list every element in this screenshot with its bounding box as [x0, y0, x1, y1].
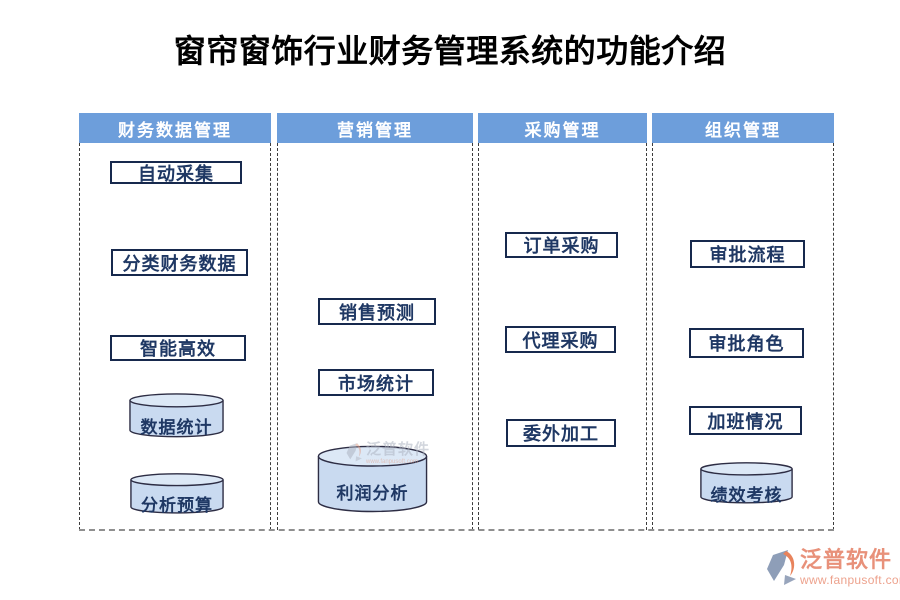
diagram-title: 窗帘窗饰行业财务管理系统的功能介绍: [173, 33, 727, 69]
diagram-node-cylinder: 分析预算: [128, 473, 226, 515]
diagram-node-box: 分类财务数据: [111, 249, 248, 276]
column-header-organization-management: 组织管理: [652, 113, 834, 143]
watermark-url-text: www.fanpusoft.com: [366, 459, 419, 465]
cylinder-shape: [315, 445, 430, 515]
cylinder-shape: [128, 473, 226, 515]
column-body-organization-management: [652, 143, 834, 530]
cylinder-shape: [127, 393, 226, 439]
fanpu-logo-icon: [767, 550, 796, 585]
node-label: 利润分析: [336, 484, 409, 503]
brand-logo: 泛普软件 www.fanpusoft.com: [766, 549, 900, 587]
diagram-node-cylinder: 利润分析: [315, 445, 430, 515]
diagram-node-box: 审批角色: [689, 328, 804, 358]
node-label: 分析预算: [141, 496, 213, 516]
column-header-marketing-management: 营销管理: [277, 113, 473, 143]
column-header-procurement-management: 采购管理: [478, 113, 647, 143]
diagram-node-cylinder: 数据统计: [127, 393, 226, 439]
watermark-brand-text: 泛普软件: [366, 441, 431, 458]
diagram-node-box: 市场统计: [318, 369, 434, 396]
node-label: 绩效考核: [710, 485, 783, 505]
cylinder-shape: [698, 462, 795, 505]
node-label: 数据统计: [140, 418, 213, 438]
diagram-node-box: 自动采集: [110, 161, 242, 184]
diagram-node-box: 审批流程: [690, 240, 805, 268]
column-body-procurement-management: [478, 143, 647, 530]
brand-name: 泛普软件: [800, 547, 893, 572]
diagram-node-box: 委外加工: [506, 419, 616, 447]
watermark-logo: 泛普软件 www.fanpusoft.com: [346, 442, 430, 465]
column-body-financial-data-management: [79, 143, 271, 530]
diagram-node-cylinder: 绩效考核: [698, 462, 795, 505]
diagram-node-box: 加班情况: [689, 406, 802, 435]
bottom-dashed-line: [79, 529, 834, 531]
diagram-node-box: 代理采购: [505, 326, 616, 353]
diagram-node-box: 销售预测: [318, 298, 436, 325]
fanpu-logo-icon: [346, 442, 362, 462]
column-header-financial-data-management: 财务数据管理: [79, 113, 271, 143]
diagram-node-box: 智能高效: [110, 335, 246, 361]
brand-url: www.fanpusoft.com: [800, 573, 900, 587]
column-body-marketing-management: [277, 143, 473, 530]
diagram-node-box: 订单采购: [505, 232, 618, 258]
